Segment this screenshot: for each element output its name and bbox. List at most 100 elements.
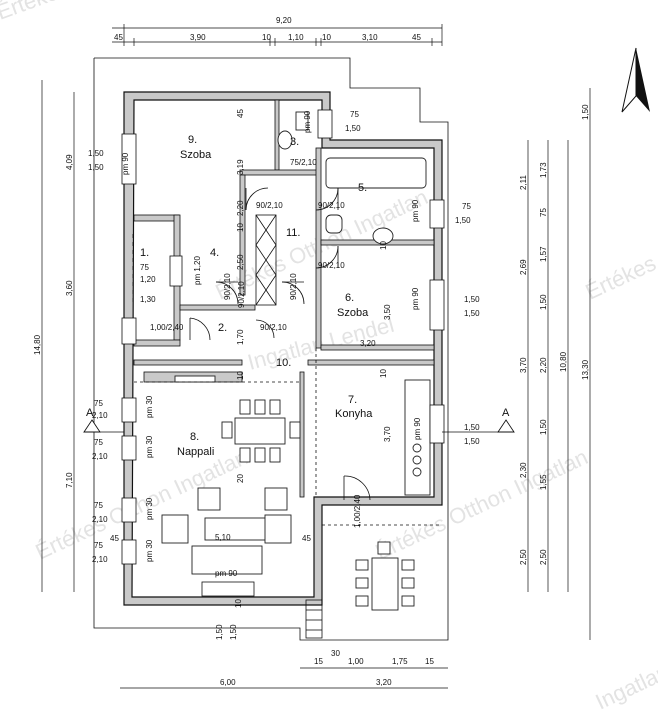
dim-right-c2: 75	[539, 208, 548, 217]
window-dim: 1,50	[464, 423, 480, 432]
window-dim: 75	[94, 501, 103, 510]
window-dim: 2,10	[92, 452, 108, 461]
window-dim: 1,50	[229, 624, 238, 640]
sink-wc3	[295, 111, 309, 131]
room-9-number: 9.	[188, 134, 197, 146]
room-6-name: Szoba	[337, 307, 369, 319]
inner-dim: 3,70	[383, 426, 392, 442]
living-furniture	[161, 487, 292, 575]
window-label: pm 90	[413, 417, 422, 440]
room-5-number: 5.	[358, 182, 367, 194]
dim-bottom-seg: 30	[331, 649, 340, 658]
section-mark-right: A	[502, 407, 510, 419]
room-10-number: 10.	[276, 357, 291, 369]
watermark: Ingatlan	[592, 659, 658, 715]
section-marks: A A	[83, 407, 515, 433]
sink	[372, 227, 394, 245]
inner-dim: 3,19	[236, 159, 245, 175]
window-dim: 1,20	[140, 275, 156, 284]
room-2-number: 2.	[218, 322, 227, 334]
room-11-number: 11.	[286, 227, 300, 239]
dim-right-c4: 1,50	[581, 104, 590, 120]
inner-dim: 1,70	[236, 329, 245, 345]
fireplace	[174, 375, 216, 383]
window-label: pm 30	[145, 497, 154, 520]
window-label: pm 1,20	[193, 256, 202, 285]
dashed-lines	[134, 348, 442, 526]
inner-dim: 2,20	[236, 200, 245, 216]
dim-bottom-seg: 6,00	[220, 678, 236, 687]
inner-dim: 5,10	[215, 533, 231, 542]
window-label: pm 90	[411, 199, 420, 222]
inner-dim: 10	[236, 371, 245, 380]
inner-dim: 10	[379, 241, 388, 250]
terrace-table	[355, 541, 415, 611]
dim-left-seg: 4,09	[65, 154, 74, 170]
inner-dim: 45	[236, 109, 245, 118]
door-label: 90/2,10	[318, 201, 345, 210]
window-dim: 75	[350, 110, 359, 119]
room-1-number: 1.	[140, 247, 149, 259]
door-label: 90/2,10	[237, 281, 246, 308]
window-dim: 1,50	[455, 216, 471, 225]
room-8-number: 8.	[190, 431, 199, 443]
bottom-dimensions: 15 30 1,00 1,75 15 6,00 3,20	[120, 649, 448, 689]
room-4-number: 4.	[210, 247, 219, 259]
dim-top-seg: 10	[322, 33, 331, 42]
terrace-outline	[93, 57, 449, 641]
window-dim: 2,10	[92, 411, 108, 420]
window-label: pm 30	[145, 539, 154, 562]
door-label: 90/2,10	[223, 273, 232, 300]
kitchen-counter	[404, 379, 431, 496]
top-dimensions: 9,20 45 3,90 10 1,10 10 3,10 45	[112, 16, 443, 46]
window-dim: 1,50	[464, 437, 480, 446]
windows	[121, 109, 445, 597]
dim-right-c1: 2,69	[519, 259, 528, 275]
window-label: pm 30	[145, 395, 154, 418]
inner-dim: 3,50	[383, 304, 392, 320]
inner-dim: 10	[379, 369, 388, 378]
dim-bottom-seg: 15	[314, 657, 323, 666]
inner-dim: 45	[302, 534, 311, 543]
inner-dim: 45	[110, 534, 119, 543]
dim-right-c2: 1,50	[539, 294, 548, 310]
dim-left-seg: 7,10	[65, 472, 74, 488]
dim-right-c1: 2,30	[519, 462, 528, 478]
door-label: 1,00/2,40	[150, 323, 184, 332]
dim-top-seg: 3,10	[362, 33, 378, 42]
inner-dimension-labels: 45 3,19 2,50 3,50 3,20 3,70 5,10 45 45 1…	[110, 109, 392, 608]
dim-left-seg: 3,60	[65, 280, 74, 296]
dim-right-c2: 2,50	[539, 549, 548, 565]
window-dim: 1,50	[88, 149, 104, 158]
door-label: 90/2,10	[256, 201, 283, 210]
watermark: Értékes Otthon Ingatlan	[0, 0, 219, 25]
door-label: 90/2,10	[289, 273, 298, 300]
window-dim: 75	[462, 202, 471, 211]
window-label: pm 90	[303, 110, 312, 133]
window-labels: pm 90 1,50 1,50 pm 90 75 1,50 pm 90 75 1…	[88, 110, 480, 640]
dim-right-c2: 1,57	[539, 246, 548, 262]
dim-top-seg: 1,10	[288, 33, 304, 42]
bathtub	[325, 157, 427, 189]
toilet-wc3	[277, 130, 293, 150]
window-dim: 1,50	[464, 295, 480, 304]
room-7-number: 7.	[348, 394, 357, 406]
door-label: 1,00/2,40	[353, 494, 362, 528]
dim-top-seg: 45	[412, 33, 421, 42]
left-dimensions: 14,80 4,09 3,60 7,10	[33, 80, 75, 592]
window-dim: 75	[94, 399, 103, 408]
window-dim: 75	[94, 438, 103, 447]
window-label: pm 30	[145, 435, 154, 458]
inner-dim: 20	[236, 474, 245, 483]
inner-dim: 10	[234, 599, 243, 608]
window-label: pm 90	[215, 569, 238, 578]
room-3-number: 3.	[290, 136, 299, 148]
terrace-steps	[305, 599, 323, 639]
dim-bottom-seg: 15	[425, 657, 434, 666]
stair-cabinet	[255, 214, 277, 306]
inner-dim: 1,30	[140, 295, 156, 304]
watermark: Értékes	[582, 250, 658, 304]
bathroom-fixtures	[277, 111, 427, 245]
dim-right-c4: 13,30	[581, 359, 590, 380]
